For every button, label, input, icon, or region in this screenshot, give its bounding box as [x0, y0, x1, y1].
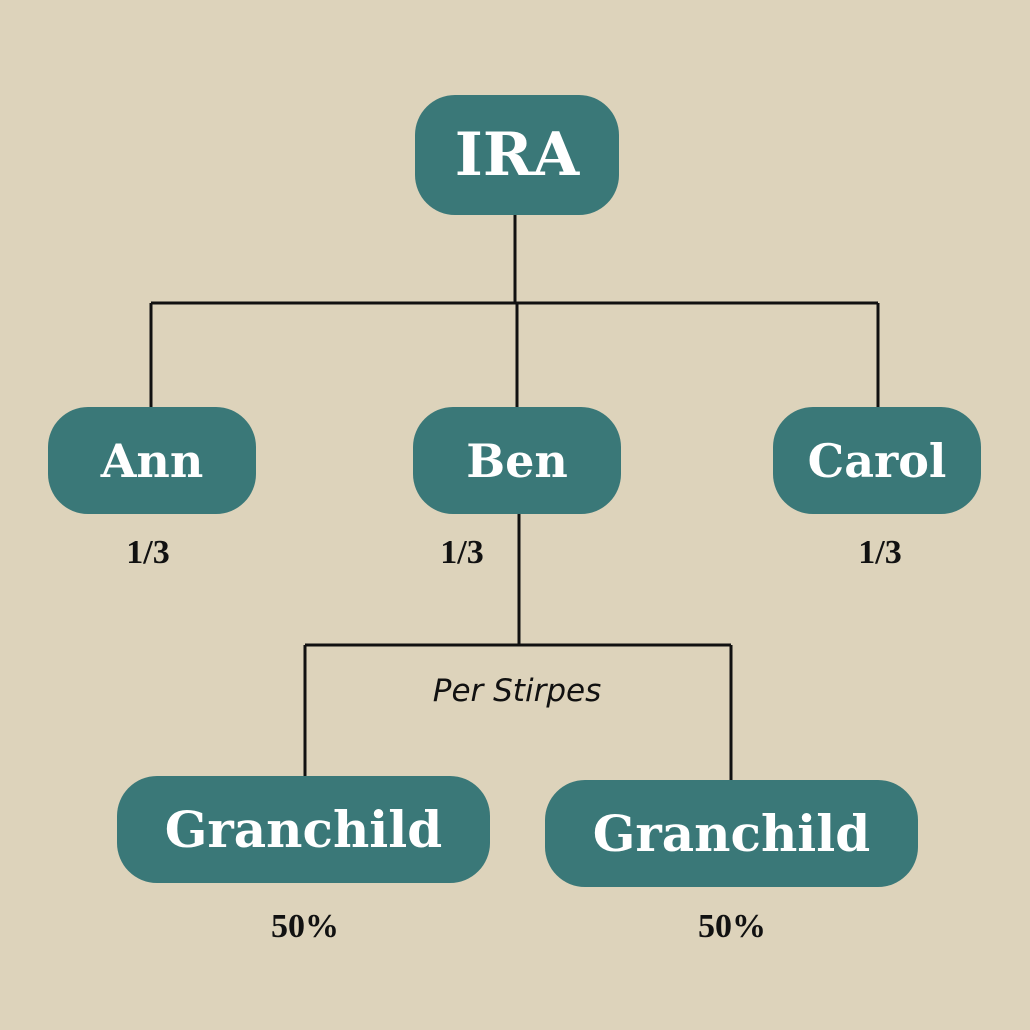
grandchild-node-2: Granchild — [545, 780, 918, 887]
grandchild-label: Granchild — [164, 800, 443, 859]
distribution-method-label: Per Stirpes — [432, 673, 602, 709]
child-node-ann: Ann — [48, 407, 256, 514]
ira-label: IRA — [454, 120, 580, 190]
child-label: Carol — [807, 433, 947, 488]
ira-node: IRA — [415, 95, 619, 215]
child-label: Ann — [100, 433, 204, 488]
child-share-carol: 1/3 — [858, 534, 902, 571]
child-share-ben: 1/3 — [440, 534, 484, 571]
child-share-ann: 1/3 — [126, 534, 170, 571]
grandchild-node-1: Granchild — [117, 776, 490, 883]
grandchild-share-1: 50% — [271, 908, 339, 945]
child-node-ben: Ben — [413, 407, 621, 514]
child-node-carol: Carol — [773, 407, 981, 514]
grandchild-label: Granchild — [592, 804, 871, 863]
child-label: Ben — [466, 433, 568, 488]
grandchild-share-2: 50% — [698, 908, 766, 945]
